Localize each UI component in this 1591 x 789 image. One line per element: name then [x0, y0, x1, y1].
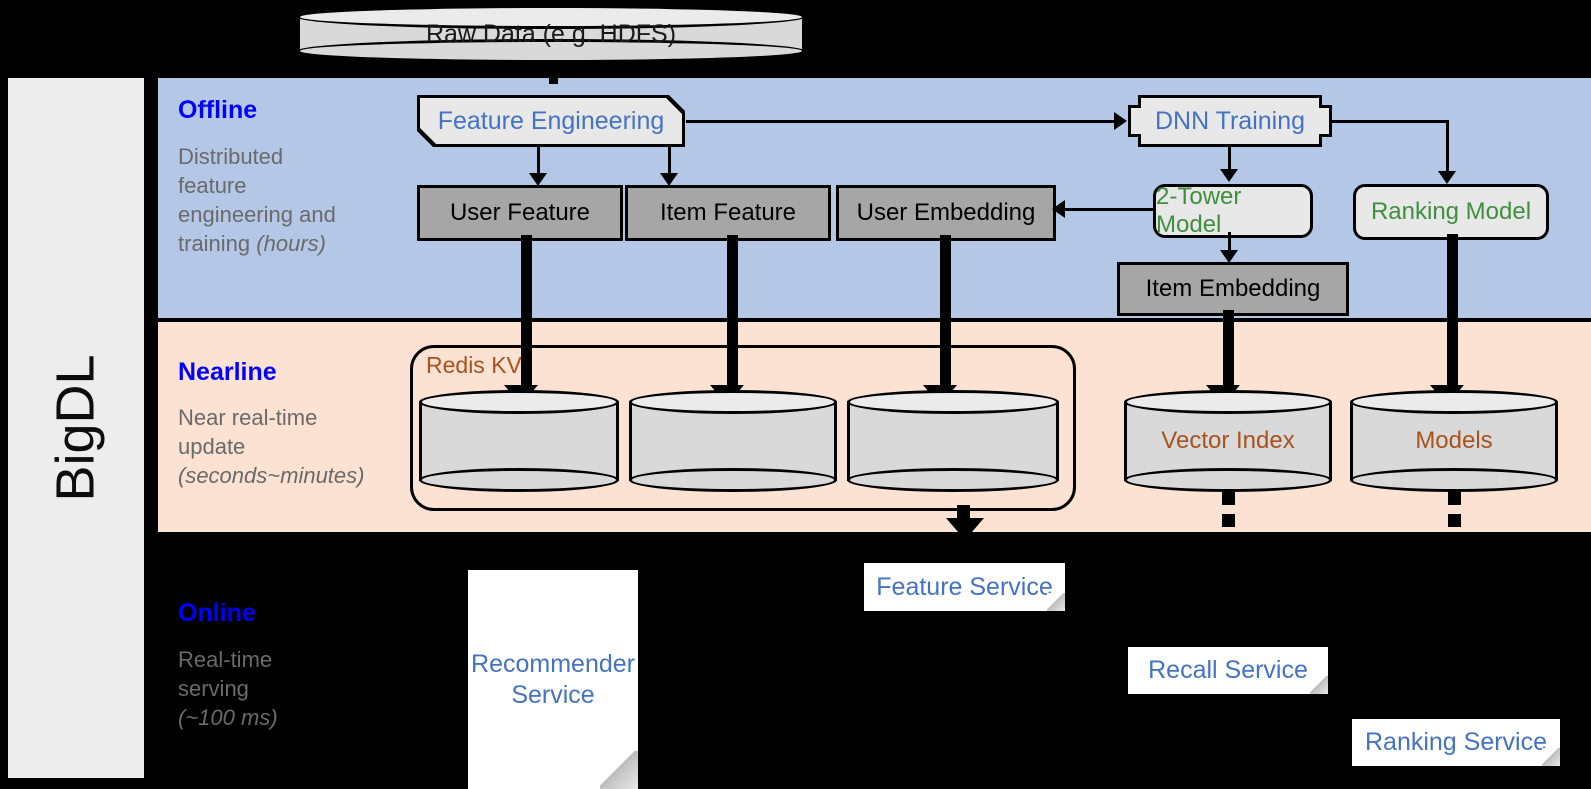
- redis-store-1-top: [419, 390, 619, 414]
- arrow-fe-itemfeature-line: [668, 147, 671, 175]
- user-embedding-label: User Embedding: [856, 199, 1036, 226]
- ranking-model-box[interactable]: Ranking Model: [1353, 184, 1549, 240]
- models-top: [1350, 390, 1558, 414]
- arrow-dnn-twotower-line: [1228, 147, 1231, 171]
- vector-index-top: [1124, 390, 1332, 414]
- offline-desc-l3: engineering and: [178, 202, 336, 227]
- online-desc-l2: serving: [178, 676, 249, 701]
- nearline-desc-em: (seconds~minutes): [178, 463, 365, 488]
- user-feature-box[interactable]: User Feature: [417, 185, 623, 241]
- feature-engineering-box[interactable]: Feature Engineering: [420, 98, 682, 144]
- feature-service-label: Feature Service: [876, 572, 1053, 601]
- offline-desc-l2: feature: [178, 173, 247, 198]
- redis-store-2-top: [629, 390, 837, 414]
- pipe-item-feature: [727, 235, 738, 390]
- redis-store-3-top: [847, 390, 1059, 414]
- vector-index-label: Vector Index: [1161, 427, 1295, 454]
- arrow-twotower-itemembedding-line: [1228, 232, 1231, 252]
- redis-store-2-bottom: [629, 468, 837, 492]
- nearline-title: Nearline: [178, 358, 277, 386]
- ranking-service-fold-icon: [1542, 748, 1560, 766]
- raw-data-cylinder[interactable]: Raw Data (e.g. HDFS): [297, 5, 805, 63]
- item-feature-label: Item Feature: [659, 199, 797, 226]
- offline-description: Distributed feature engineering and trai…: [178, 142, 408, 258]
- two-tower-model-label: 2-Tower Model: [1156, 183, 1242, 238]
- redis-featureservice-dash: [957, 505, 970, 518]
- online-desc-em: (~100 ms): [178, 705, 278, 730]
- user-embedding-box[interactable]: User Embedding: [836, 185, 1056, 241]
- vector-index-cylinder[interactable]: Vector Index: [1124, 390, 1332, 492]
- models-dash-1: [1448, 492, 1461, 505]
- vector-index-dash-2: [1222, 514, 1235, 527]
- bigdl-label: BigDL: [46, 354, 107, 502]
- arrow-fe-itemfeature-head: [660, 173, 678, 186]
- recall-service-label: Recall Service: [1148, 656, 1308, 684]
- feature-engineering-label: Feature Engineering: [437, 106, 665, 135]
- redis-store-1[interactable]: [419, 390, 619, 492]
- ranking-service-label: Ranking Service: [1364, 728, 1548, 756]
- arrow-dnn-ranking-v: [1446, 120, 1449, 173]
- models-bottom: [1350, 468, 1558, 492]
- redis-store-3[interactable]: [847, 390, 1059, 492]
- models-cylinder[interactable]: Models: [1350, 390, 1558, 492]
- two-tower-model-box[interactable]: 2-Tower Model: [1153, 183, 1313, 238]
- pipe-user-embedding: [940, 235, 951, 390]
- nearline-desc-l2: update: [178, 434, 246, 459]
- models-label: Models: [1415, 427, 1493, 454]
- redis-store-1-bottom: [419, 468, 619, 492]
- redis-featureservice-head: [946, 518, 984, 540]
- arrow-fe-dnn-line: [686, 120, 1116, 123]
- raw-data-label: Raw Data (e.g. HDFS): [425, 19, 677, 48]
- redis-store-3-bottom: [847, 468, 1059, 492]
- item-feature-box[interactable]: Item Feature: [625, 185, 831, 241]
- dnn-training-label: DNN Training: [1154, 106, 1306, 135]
- pipe-item-embedding: [1223, 310, 1234, 390]
- nearline-desc-l1: Near real-time: [178, 405, 318, 430]
- recommender-service-label: Recommender Service: [471, 649, 635, 709]
- user-feature-label: User Feature: [449, 199, 591, 226]
- feature-service-doc[interactable]: Feature Service: [864, 563, 1065, 611]
- dnn-training-box[interactable]: DNN Training: [1131, 98, 1329, 144]
- arrow-dnn-twotower-head: [1220, 169, 1238, 182]
- recall-service-fold-icon: [1310, 676, 1328, 694]
- arrow-dnn-ranking-h: [1329, 120, 1449, 123]
- item-embedding-label: Item Embedding: [1145, 275, 1321, 302]
- raw-data-bottom: [297, 39, 805, 63]
- ranking-model-label: Ranking Model: [1370, 198, 1532, 225]
- arrow-fe-userfeature-head: [529, 173, 547, 186]
- offline-desc-l4: training: [178, 231, 257, 256]
- recommender-service-doc[interactable]: Recommender Service: [468, 570, 638, 789]
- models-dash-2: [1448, 514, 1461, 527]
- item-embedding-box[interactable]: Item Embedding: [1117, 262, 1349, 316]
- online-title: Online: [178, 599, 256, 627]
- offline-desc-em: (hours): [256, 231, 326, 256]
- recommender-service-fold-icon: [600, 751, 638, 789]
- recall-service-doc[interactable]: Recall Service: [1128, 647, 1328, 694]
- arrow-fe-userfeature-line: [537, 147, 540, 175]
- pipe-user-feature: [521, 235, 532, 390]
- arrow-twotower-userembedding-line: [1065, 208, 1155, 211]
- arrow-dnn-ranking-head: [1438, 171, 1456, 184]
- ranking-service-doc[interactable]: Ranking Service: [1352, 719, 1560, 766]
- arrow-fe-dnn-head: [1114, 112, 1127, 130]
- raw-data-top: [297, 5, 805, 29]
- nearline-description: Near real-time update (seconds~minutes): [178, 403, 418, 490]
- pipe-ranking-model: [1447, 234, 1458, 390]
- bigdl-rail: BigDL: [8, 78, 144, 778]
- arrow-twotower-itemembedding-head: [1220, 250, 1238, 263]
- redis-kv-label: Redis KV: [426, 352, 522, 378]
- redis-store-2[interactable]: [629, 390, 837, 492]
- arrow-rawdata-fe-head: [537, 62, 571, 84]
- offline-title: Offline: [178, 96, 258, 124]
- online-description: Real-time serving (~100 ms): [178, 645, 408, 732]
- online-desc-l1: Real-time: [178, 647, 273, 672]
- arrow-twotower-userembedding-head: [1052, 200, 1065, 218]
- feature-service-fold-icon: [1047, 593, 1065, 611]
- vector-index-bottom: [1124, 468, 1332, 492]
- offline-desc-l1: Distributed: [178, 144, 284, 169]
- redis-kv-container[interactable]: [410, 345, 1076, 511]
- vector-index-dash-1: [1222, 492, 1235, 505]
